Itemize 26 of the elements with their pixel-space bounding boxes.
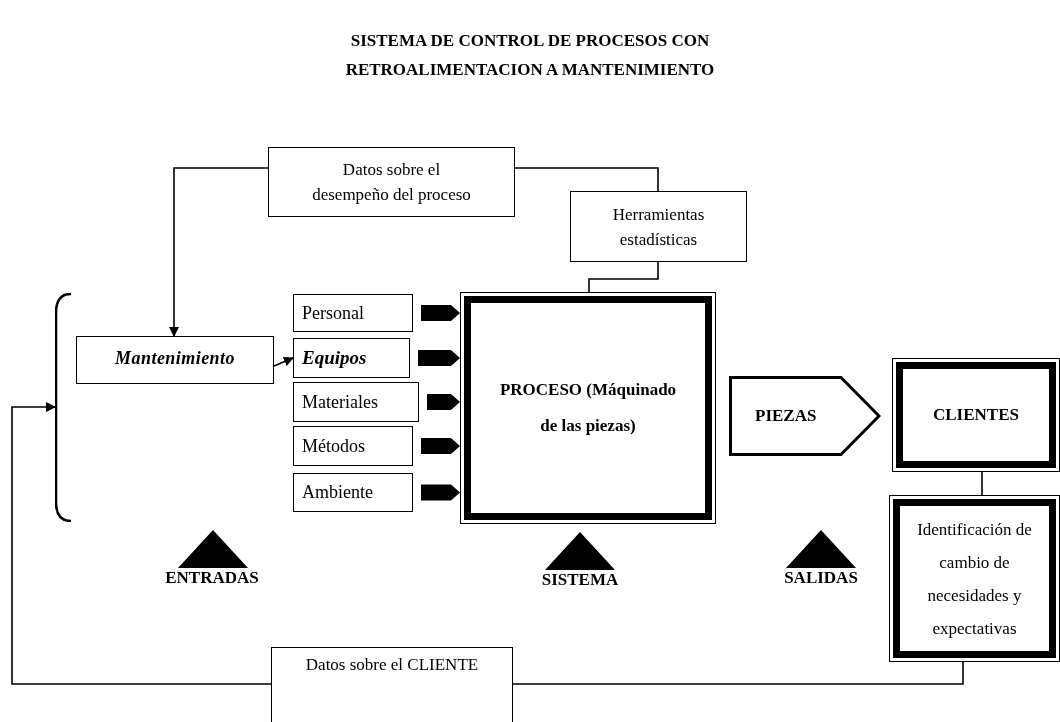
data-box: Datos sobre el desempeño del proceso: [268, 147, 515, 217]
maintenance-box: Mantenimiento: [76, 336, 274, 384]
clients-box: CLIENTES: [892, 358, 1060, 472]
block-arrow: [427, 394, 460, 410]
section-label: ENTRADAS: [165, 567, 259, 589]
block-arrow: [421, 305, 460, 321]
connector-arrow: [11, 402, 272, 685]
section-label: SALIDAS: [784, 567, 858, 589]
connector-arrow: [169, 167, 269, 337]
connector-arrow: [273, 356, 294, 367]
block-arrow: [421, 484, 460, 501]
pentagon-arrow-box: PIEZAS: [729, 376, 881, 456]
title: SISTEMA DE CONTROL DE PROCESOS CON RETROALIMENTACION A MANTENIMIENTO: [344, 30, 716, 81]
tools-box: Herramientas estadísticas: [570, 191, 747, 262]
curly-bracket: [55, 293, 71, 522]
input-box: Equipos: [293, 338, 410, 378]
needs-box: Identificación de cambio de necesidades y expectativas: [889, 495, 1060, 662]
input-box: Métodos: [293, 426, 413, 466]
section-label: SISTEMA: [541, 569, 619, 591]
client-data-box: Datos sobre el CLIENTE: [271, 647, 513, 722]
block-arrow: [418, 350, 460, 366]
input-box: Materiales: [293, 382, 419, 422]
input-box: Personal: [293, 294, 413, 332]
block-arrow: [421, 438, 460, 454]
input-box: Ambiente: [293, 473, 413, 512]
process-box: PROCESO (Máquinado de las piezas): [460, 292, 716, 524]
